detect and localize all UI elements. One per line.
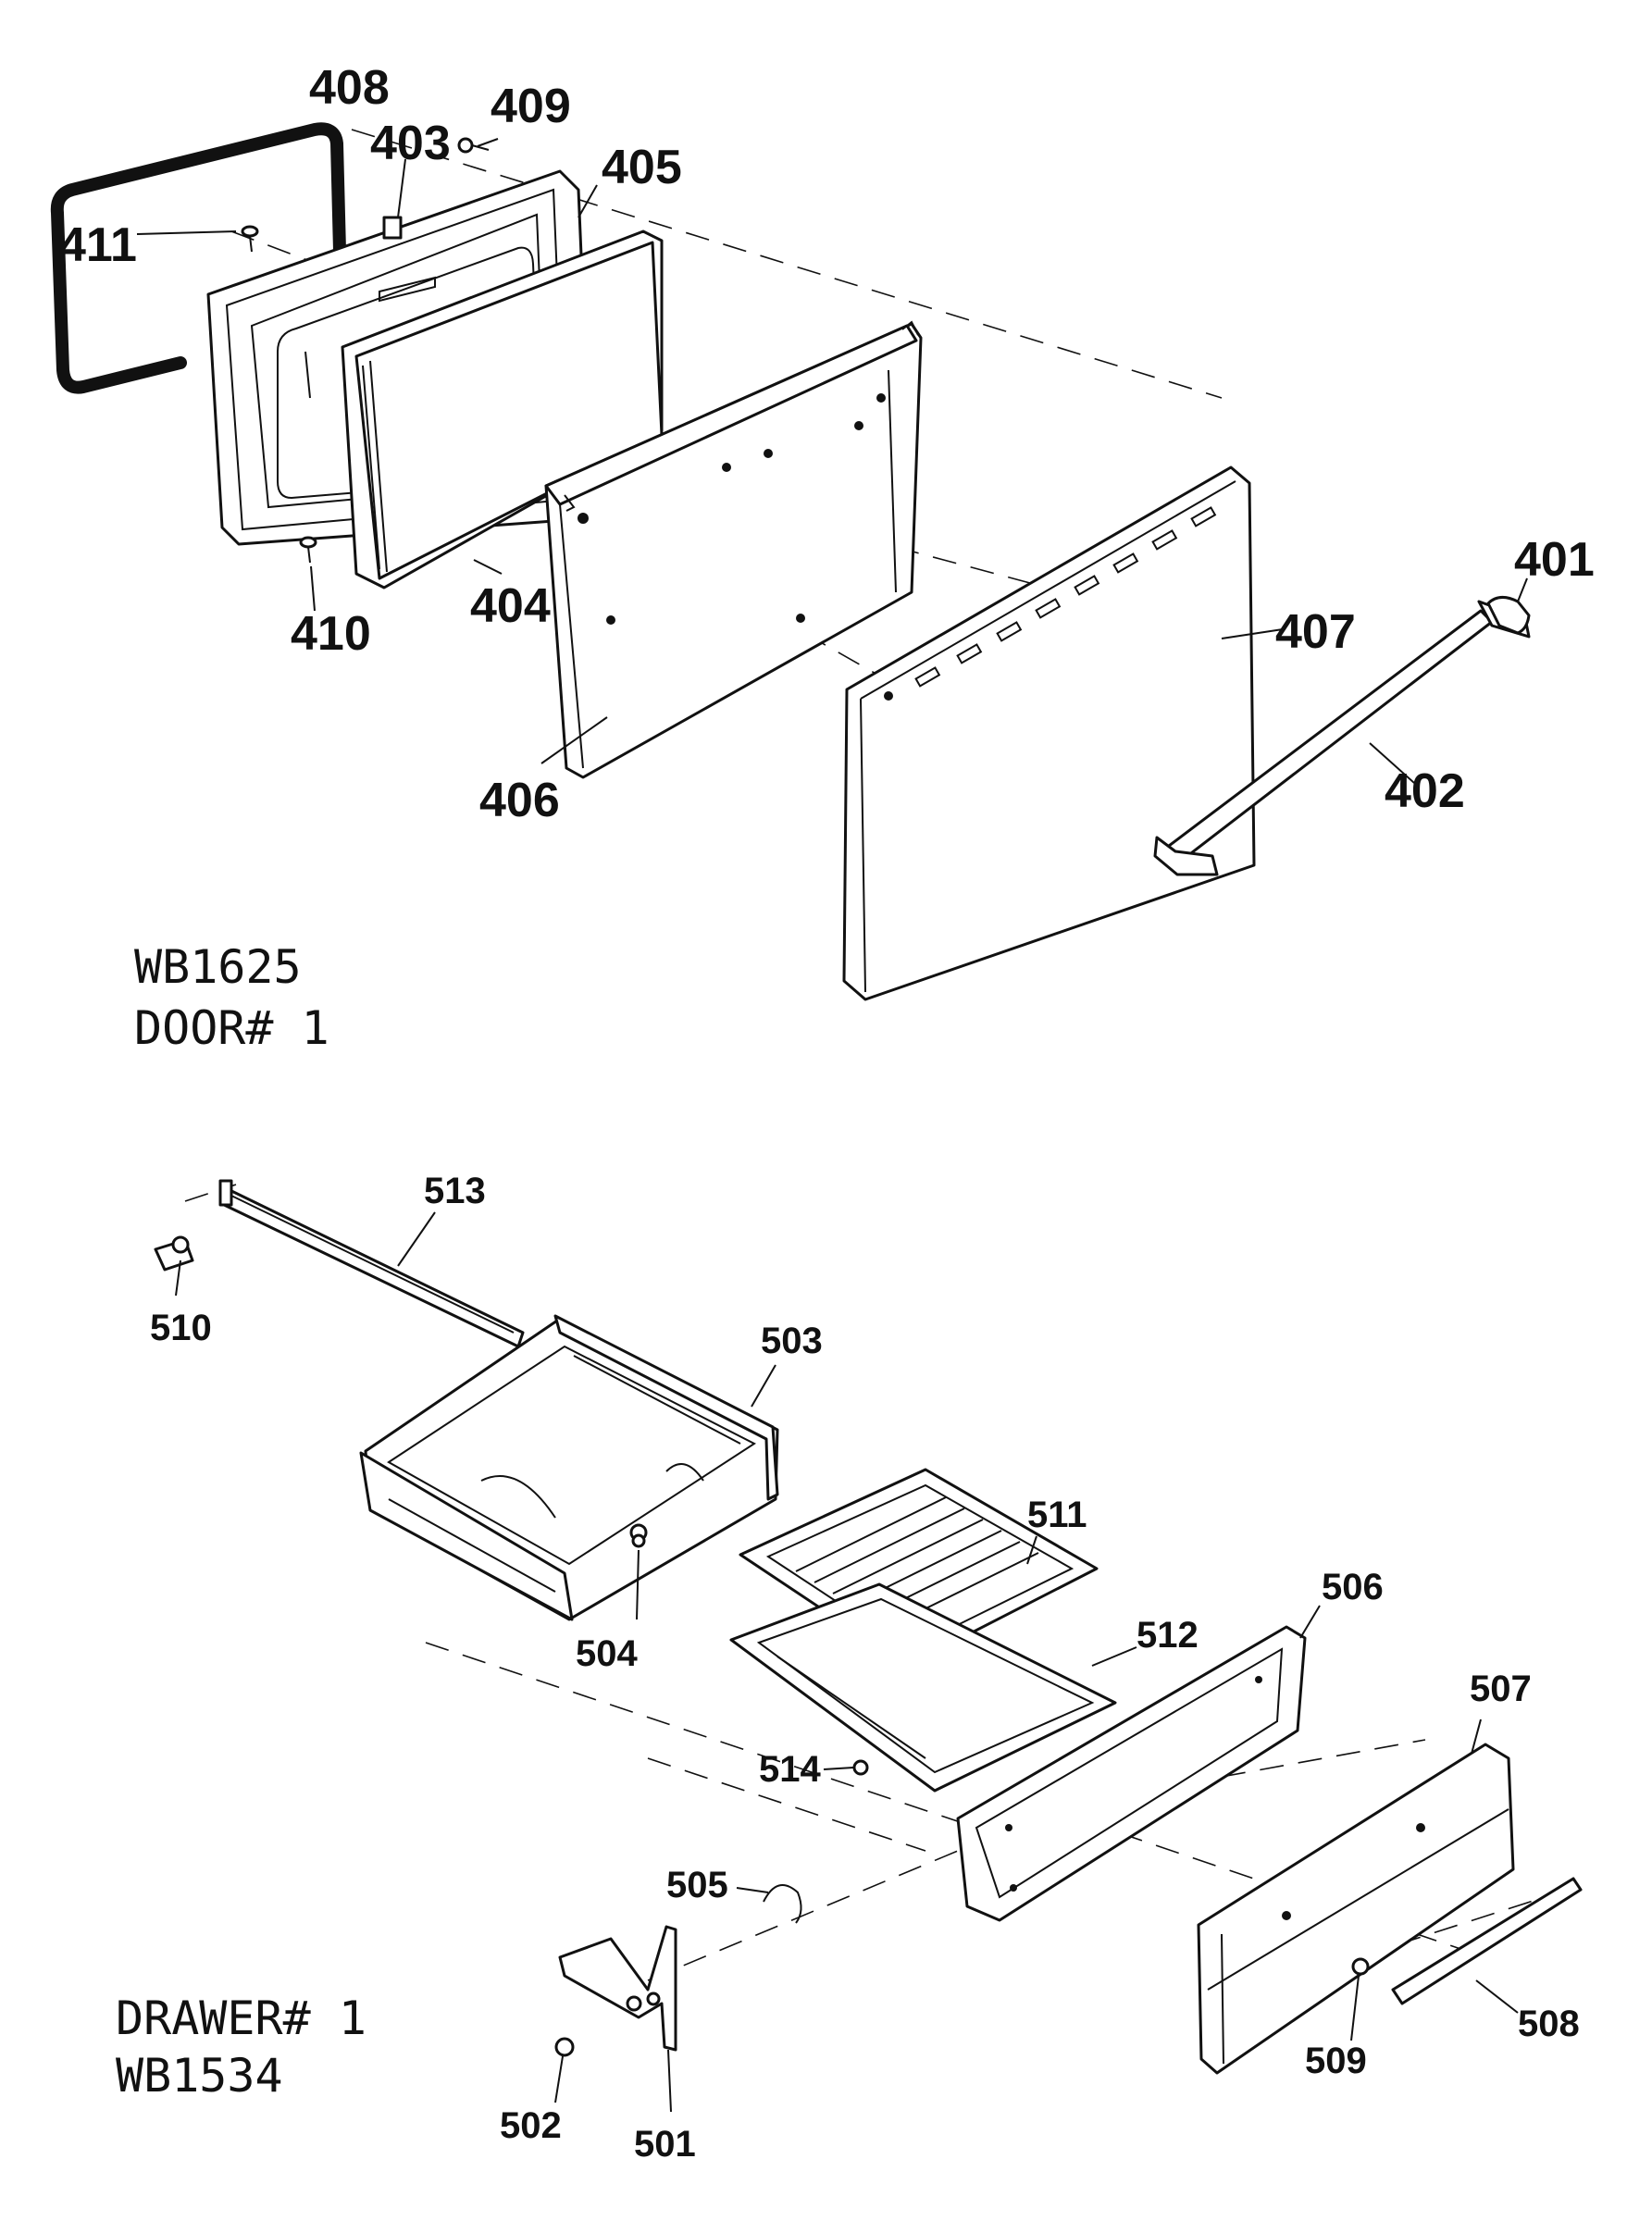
callout-510: 510 (150, 1308, 212, 1348)
drawer-front-507 (1197, 1743, 1515, 2075)
drawer-body-503 (359, 1314, 779, 1621)
pan-512 (729, 1582, 1117, 1793)
door-panel-406 (544, 320, 923, 779)
drawer-number-title: DRAWER# 1 (116, 1991, 366, 2045)
callout-501: 501 (634, 2124, 696, 2165)
callout-405: 405 (602, 141, 682, 194)
callout-509: 509 (1305, 2041, 1367, 2081)
door-number-title: DOOR# 1 (134, 1001, 329, 1055)
callout-503: 503 (761, 1321, 823, 1361)
callout-410: 410 (291, 607, 371, 661)
callout-506: 506 (1322, 1567, 1384, 1607)
door-assembly: 411 408 403 409 405 410 404 406 407 402 … (50, 61, 1595, 1055)
callout-514: 514 (759, 1749, 821, 1790)
door-model-title: WB1625 (134, 940, 302, 994)
strip-508 (1391, 1877, 1583, 2005)
screw-411 (241, 225, 259, 253)
screw-504 (631, 1533, 646, 1548)
clip-505 (763, 1884, 802, 1924)
callout-404: 404 (470, 579, 551, 633)
drawer-assembly: 513 510 503 504 511 512 506 507 514 505 … (116, 1171, 1583, 2165)
callout-513: 513 (424, 1171, 486, 1211)
screw-409 (457, 137, 490, 154)
outer-door-407 (842, 465, 1256, 1001)
callout-409: 409 (491, 80, 571, 133)
screw-410 (299, 536, 317, 564)
callout-505: 505 (666, 1865, 728, 1905)
screw-514 (852, 1759, 869, 1776)
drawer-model-title: WB1534 (116, 2049, 283, 2103)
callout-401: 401 (1514, 533, 1595, 587)
callout-508: 508 (1518, 2004, 1580, 2044)
callout-408: 408 (309, 61, 390, 115)
callout-403: 403 (370, 117, 451, 170)
callout-406: 406 (479, 774, 560, 827)
callout-507: 507 (1470, 1669, 1532, 1709)
vent-slots (914, 506, 1217, 688)
roller-510 (154, 1235, 194, 1272)
handle-402 (1153, 596, 1531, 876)
callout-411: 411 (59, 218, 137, 272)
callout-502: 502 (500, 2105, 562, 2146)
callout-407: 407 (1275, 605, 1356, 659)
callout-504: 504 (576, 1633, 638, 1674)
bracket-501 (558, 1925, 677, 2052)
washer-502 (554, 2037, 575, 2057)
glass-pack-404 (341, 230, 664, 589)
callout-512: 512 (1137, 1615, 1199, 1656)
screw-509 (1351, 1957, 1370, 1976)
callout-511: 511 (1027, 1495, 1087, 1535)
gasket-408 (50, 122, 347, 394)
drawer-front-506 (956, 1625, 1307, 1922)
callout-402: 402 (1385, 764, 1465, 818)
